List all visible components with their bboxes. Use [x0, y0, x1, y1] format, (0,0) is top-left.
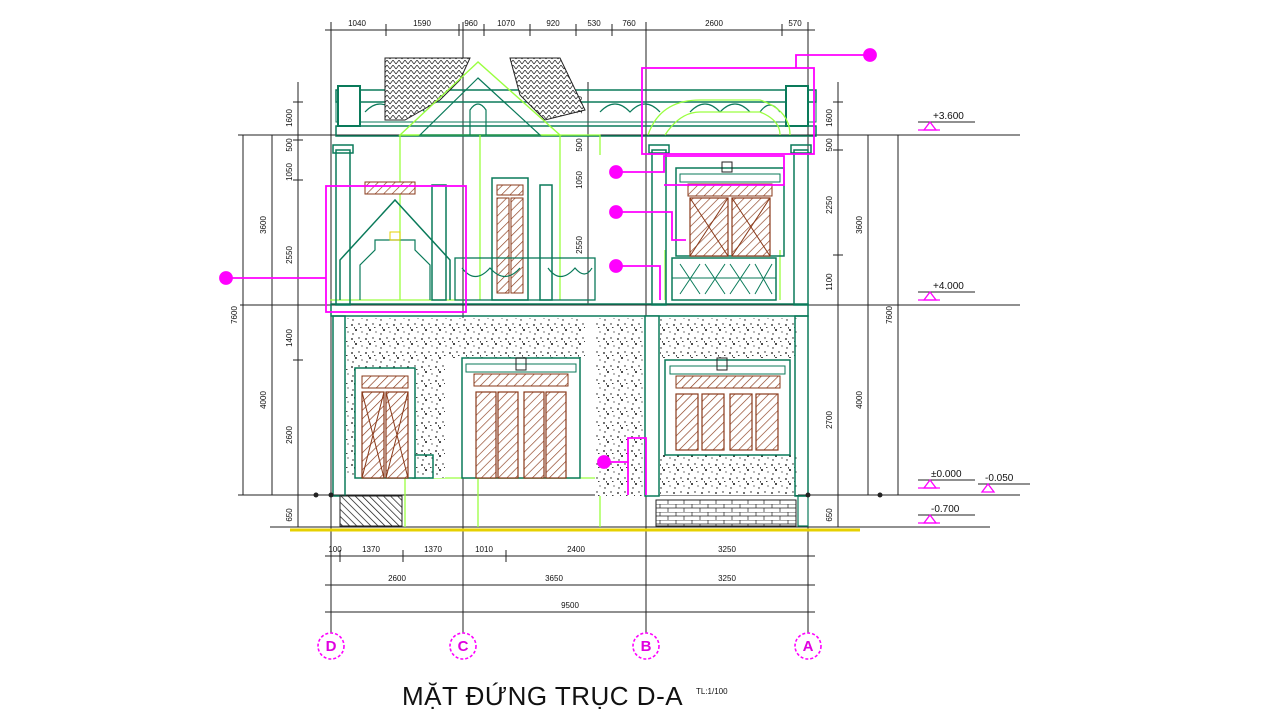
axis-bubble-c: C [449, 632, 477, 660]
left-seg-1: 1600 [285, 109, 294, 127]
level-roof-text: +3.600 [933, 111, 964, 122]
bottom-dim-9: 3250 [718, 574, 736, 583]
level-sidewalk-text: -0.050 [985, 473, 1014, 484]
wall-texture-right-bottom [660, 455, 798, 495]
top-dim-4: 1070 [497, 19, 515, 28]
bottom-dim-7: 2600 [388, 574, 406, 583]
tiled-roof [384, 57, 586, 136]
level-marker-roof: +3.600 [918, 111, 975, 131]
right-seg-5: 2700 [825, 411, 834, 429]
level-marker-sidewalk: -0.050 [978, 473, 1030, 493]
wall-texture-center [445, 318, 585, 358]
bottom-dim-6: 3250 [718, 545, 736, 554]
left-dim-upper: 3600 [259, 216, 268, 234]
left-dimension-text: 7600 3600 4000 1600 500 1050 2550 1400 2… [230, 109, 294, 522]
level-base-text: -0.700 [931, 504, 960, 515]
axis-label-c: C [458, 638, 469, 655]
drawing-scale: TL:1/100 [696, 687, 728, 696]
level-floor2-text: +4.000 [933, 281, 964, 292]
grade-ticks [313, 492, 883, 498]
axis-label-d: D [326, 638, 337, 655]
ground-floor [290, 315, 860, 532]
floor-slab [330, 303, 809, 317]
annotation-markers [219, 48, 877, 495]
bottom-dimension-text: 100 1370 1370 1010 2400 3250 2600 3650 3… [328, 545, 736, 610]
left-seg-7: 650 [285, 508, 294, 522]
top-dim-6: 530 [587, 19, 601, 28]
left-dim-total: 7600 [230, 306, 239, 324]
left-seg-5: 1400 [285, 329, 294, 347]
level-marker-ground: ±0.000 [918, 469, 975, 489]
axis-bubble-b: B [632, 632, 660, 660]
top-dim-2: 1590 [413, 19, 431, 28]
green-overlay [330, 99, 791, 527]
top-dimension-chain: 1040 1590 960 1070 920 530 760 2600 570 [325, 19, 815, 36]
top-dim-1: 1040 [348, 19, 366, 28]
base-brick [655, 499, 797, 527]
axis-label-b: B [641, 638, 652, 655]
bottom-dim-3: 1370 [424, 545, 442, 554]
right-dim-upper: 3600 [855, 216, 864, 234]
bottom-dim-2: 1370 [362, 545, 380, 554]
axis-label-a: A [803, 638, 814, 655]
wall-texture-mid [595, 318, 645, 496]
right-seg-1: 1600 [825, 109, 834, 127]
top-dim-7: 760 [622, 19, 636, 28]
right-dimensions [833, 82, 903, 527]
right-seg-2: 500 [825, 138, 834, 152]
left-seg-4: 2550 [285, 246, 294, 264]
right-dim-total: 7600 [885, 306, 894, 324]
left-dimensions [238, 82, 303, 527]
top-dim-3: 960 [464, 19, 478, 28]
bottom-dimensions [325, 550, 815, 618]
mid-seg-3: 1050 [575, 171, 584, 189]
axis-bubble-d: D [317, 632, 345, 660]
top-dim-8: 2600 [705, 19, 723, 28]
right-seg-3: 2250 [825, 196, 834, 214]
top-dim-9: 570 [788, 19, 802, 28]
axis-bubble-a: A [794, 632, 822, 660]
left-seg-2: 500 [285, 138, 294, 152]
drawing-title: MẶT ĐỨNG TRỤC D-A [402, 681, 683, 711]
bottom-dim-1: 100 [328, 545, 342, 554]
left-dim-lower: 4000 [259, 391, 268, 409]
bottom-dim-total: 9500 [561, 601, 579, 610]
bottom-dim-8: 3650 [545, 574, 563, 583]
level-ground-text: ±0.000 [931, 469, 962, 480]
wall-texture-right-top [660, 318, 798, 358]
right-dim-lower: 4000 [855, 391, 864, 409]
mid-dimensions: 1200 500 1050 2550 [575, 82, 589, 305]
bottom-dim-4: 1010 [475, 545, 493, 554]
level-marker-base: -0.700 [918, 504, 975, 524]
left-seg-6: 2600 [285, 426, 294, 444]
right-dimension-text: 1600 500 2250 1100 2700 650 3600 4000 76… [825, 109, 894, 522]
mid-seg-2: 500 [575, 138, 584, 152]
base-hatch [339, 495, 403, 527]
right-seg-6: 650 [825, 508, 834, 522]
bottom-dim-5: 2400 [567, 545, 585, 554]
right-seg-4: 1100 [825, 273, 834, 291]
mid-seg-4: 2550 [575, 236, 584, 254]
top-dim-5: 920 [546, 19, 560, 28]
left-seg-3: 1050 [285, 163, 294, 181]
level-marker-floor2: +4.000 [918, 281, 975, 301]
upper-floor [332, 144, 812, 306]
